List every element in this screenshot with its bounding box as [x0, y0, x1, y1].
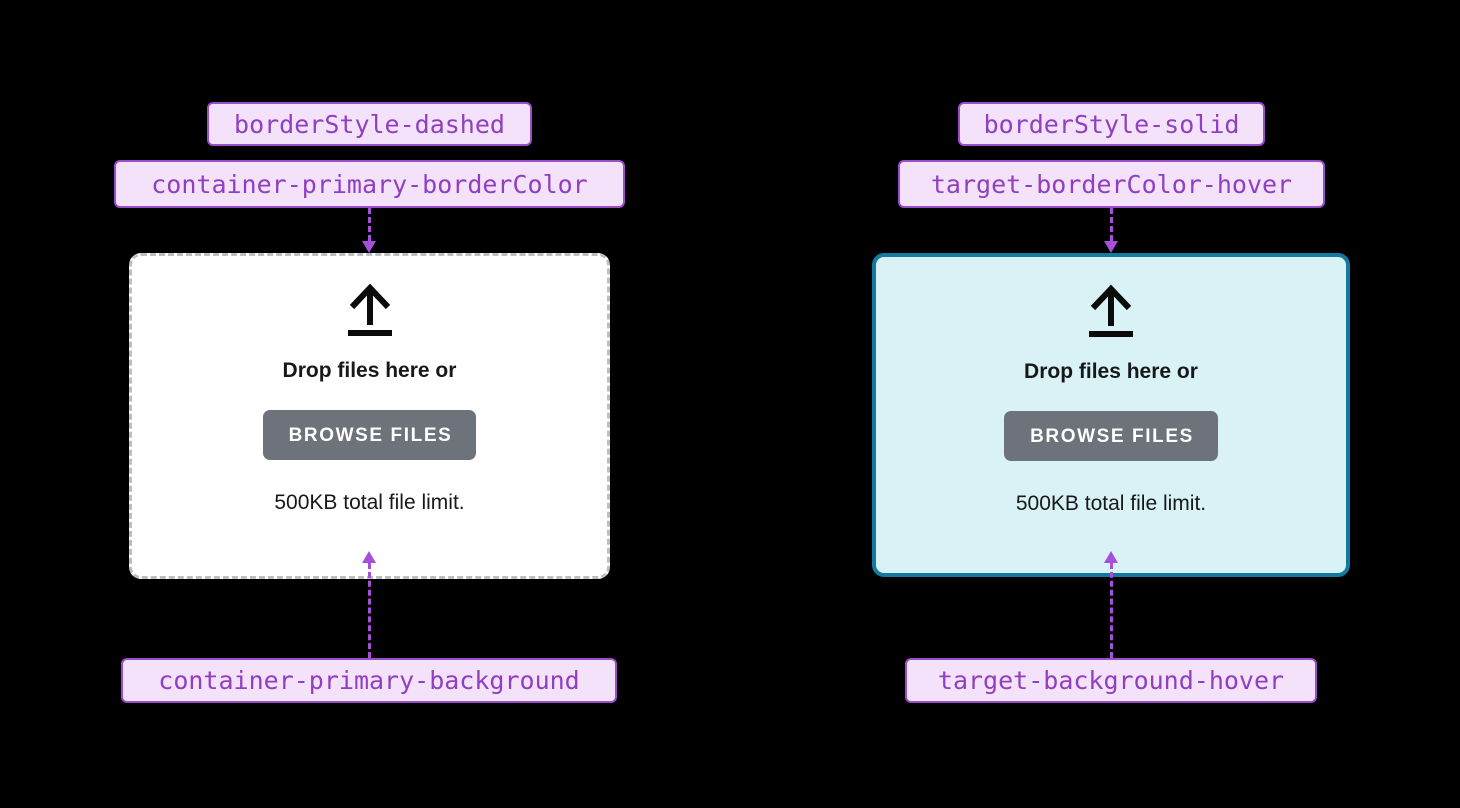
- dropzone-target-hover[interactable]: Drop files here or BROWSE FILES 500KB to…: [872, 253, 1350, 577]
- drop-files-label: Drop files here or: [282, 359, 457, 382]
- file-limit-label: 500KB total file limit.: [1015, 492, 1207, 515]
- token-badge-borderstyle-dashed: borderStyle-dashed: [207, 102, 532, 146]
- dropzone-container-primary[interactable]: Drop files here or BROWSE FILES 500KB to…: [129, 253, 610, 579]
- connector-arrow-background-to-container: [362, 551, 376, 658]
- connector-arrow-bordercolor-to-container: [362, 208, 376, 253]
- token-badge-container-primary-bordercolor: container-primary-borderColor: [114, 160, 625, 208]
- drop-files-label: Drop files here or: [1024, 360, 1198, 383]
- token-badge-target-background-hover: target-background-hover: [905, 658, 1317, 703]
- browse-files-button[interactable]: BROWSE FILES: [262, 410, 477, 460]
- connector-arrow-bordercolor-to-target: [1104, 208, 1118, 253]
- connector-arrow-background-to-target: [1104, 551, 1118, 658]
- file-limit-label: 500KB total file limit.: [274, 491, 465, 514]
- upload-arrow-icon: [1089, 284, 1133, 337]
- token-badge-target-bordercolor-hover: target-borderColor-hover: [898, 160, 1325, 208]
- token-badge-borderstyle-solid: borderStyle-solid: [958, 102, 1265, 146]
- upload-arrow-icon: [347, 283, 392, 336]
- browse-files-button[interactable]: BROWSE FILES: [1004, 411, 1218, 461]
- token-badge-container-primary-background: container-primary-background: [121, 658, 617, 703]
